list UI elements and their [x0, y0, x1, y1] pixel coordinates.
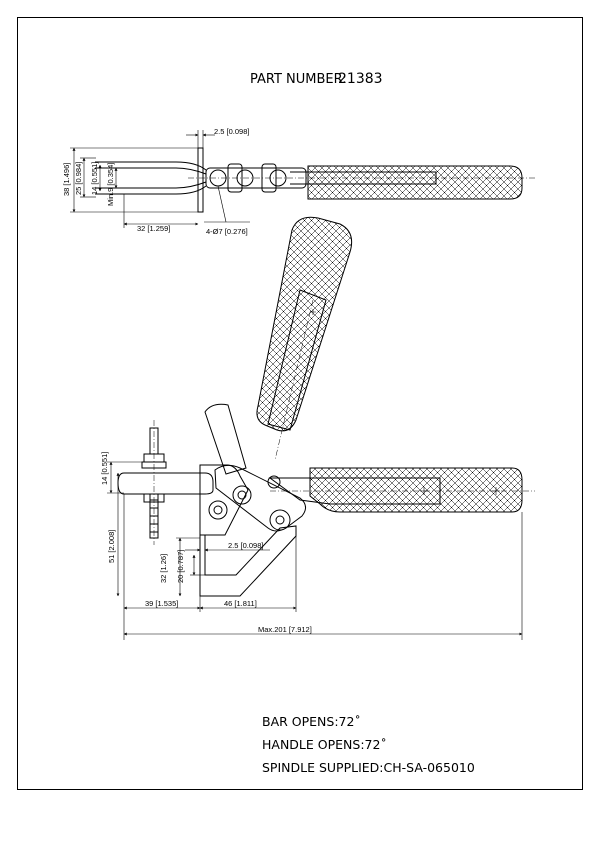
note-bar-opens: BAR OPENS:72˚	[262, 714, 361, 729]
part-number-label: PART NUMBER:	[250, 72, 347, 87]
dim-slot-width: 14 [0.551]	[90, 162, 99, 195]
sheet-border	[17, 17, 583, 790]
dim-inner-height: 25 [0.984]	[74, 162, 83, 195]
top-view: 2.5 [0.098] 38 [1.496] 25 [0.984] 14 [0.…	[62, 127, 535, 236]
dim-spindle-height: 14 [0.551]	[100, 452, 109, 485]
dim-plate-thickness: 2.5 [0.098]	[228, 541, 263, 550]
note-spindle: SPINDLE SUPPLIED:CH-SA-065010	[262, 760, 475, 775]
top-base-plate	[197, 147, 204, 213]
part-number-value: 21383	[338, 71, 383, 87]
dim-reach: 39 [1.535]	[145, 599, 178, 608]
top-handle-grip	[307, 165, 523, 200]
dim-holes: 4-Ø7 [0.276]	[206, 227, 248, 236]
open-handle-grip	[256, 216, 353, 432]
dim-min-gap: Min.9 [0.354]	[106, 163, 115, 206]
side-view: 14 [0.551] 51 [2.008] 32 [1.26] 20 [0.78…	[100, 216, 535, 640]
dim-total-height: 51 [2.008]	[107, 530, 116, 563]
note-handle-opens: HANDLE OPENS:72˚	[262, 737, 387, 752]
dim-base-to-pivot: 32 [1.26]	[159, 554, 168, 583]
dim-max-length: Max.201 [7.912]	[258, 625, 312, 634]
dim-thickness-top: 2.5 [0.098]	[214, 127, 249, 136]
dim-overall-height: 38 [1.496]	[62, 163, 71, 196]
dim-depth: 32 [1.259]	[137, 224, 170, 233]
dim-base-length: 46 [1.811]	[224, 599, 257, 608]
side-base-plate	[199, 525, 297, 597]
closed-handle-grip	[309, 467, 523, 513]
dim-base-height: 20 [0.787]	[176, 550, 185, 583]
